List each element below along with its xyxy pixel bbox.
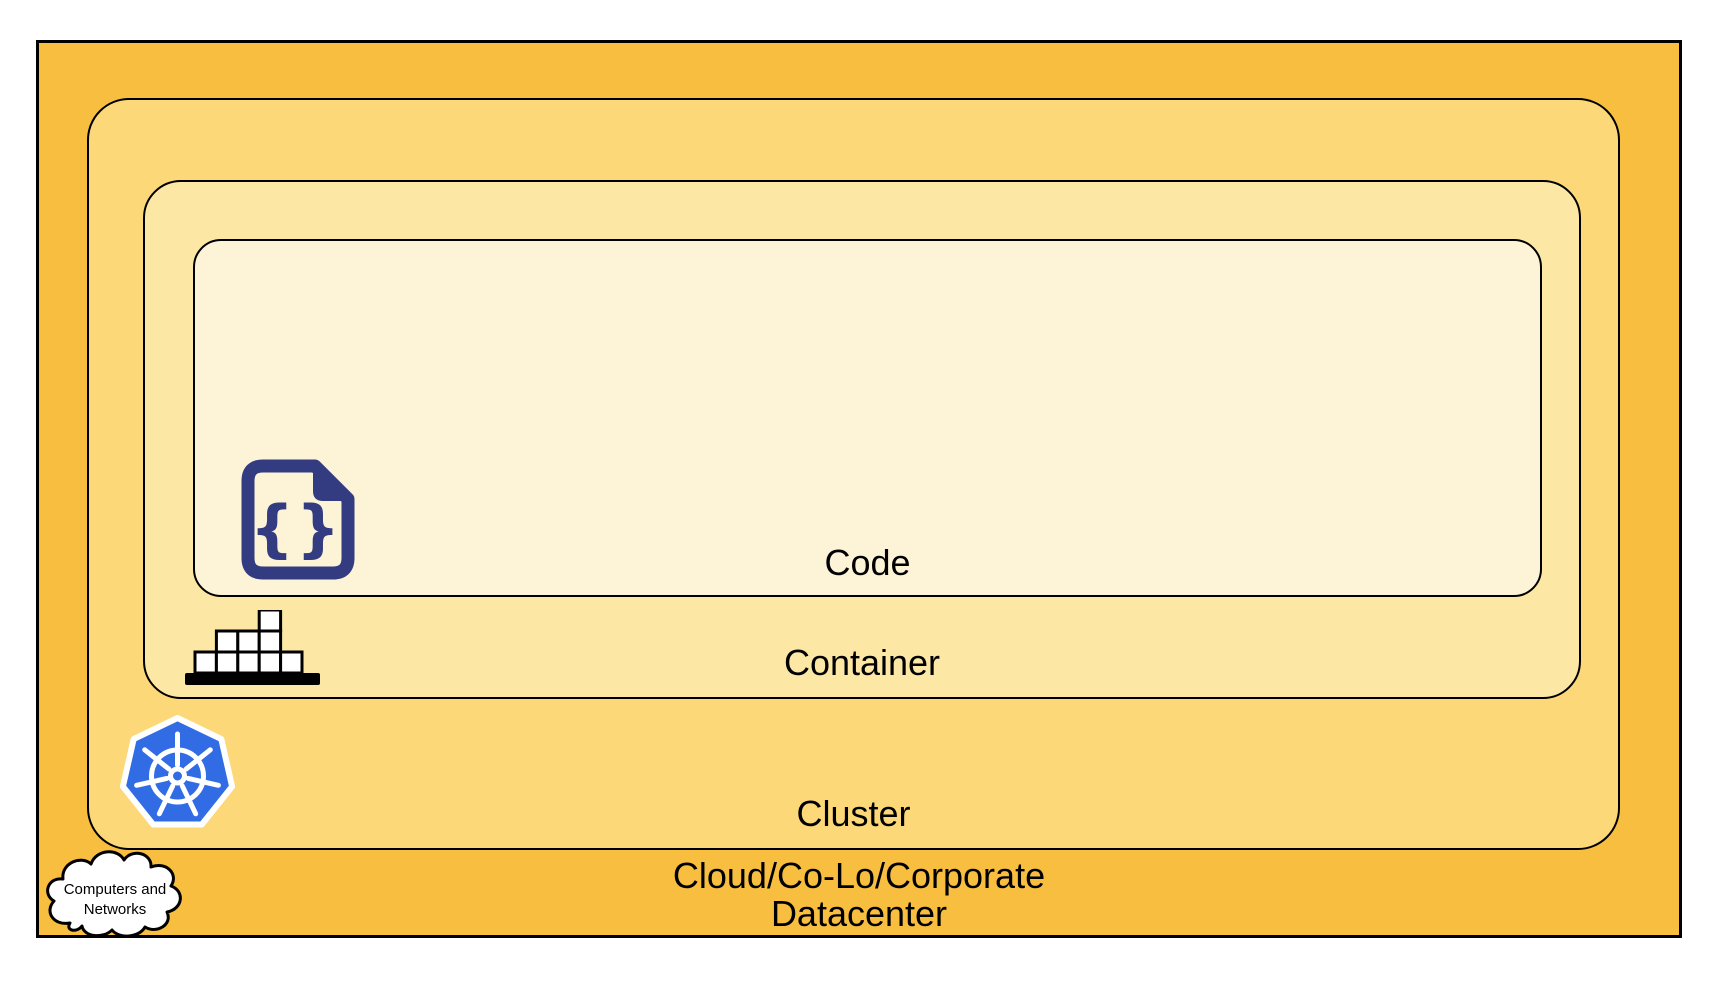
code-file-braces-icon: {} <box>241 459 355 580</box>
code-file-outline <box>241 459 355 580</box>
datacenter-label-line1: Cloud/Co-Lo/Corporate <box>672 855 1046 896</box>
cloud-outline <box>46 850 182 938</box>
cloud-shape-icon: Computers and Networks <box>46 850 182 938</box>
code-braces-glyph: {} <box>250 492 342 565</box>
datacenter-label-line2: Datacenter <box>770 893 948 934</box>
cluster-label: Cluster <box>796 793 911 834</box>
container-platform-bar <box>185 673 320 685</box>
code-file-fold <box>313 464 350 501</box>
kubernetes-helm-wheel-icon <box>120 715 235 828</box>
helm-wheel <box>134 731 221 817</box>
container-label: Container <box>783 642 941 683</box>
code-label: Code <box>824 542 911 583</box>
layer-container: {} Code Container <box>143 180 1581 699</box>
cloud-note-line2: Networks <box>84 901 147 918</box>
layer-code: {} Code <box>193 239 1542 597</box>
datacenter-label: Cloud/Co-Lo/Corporate Datacenter <box>39 857 1679 933</box>
stacked-container-boxes-icon <box>185 610 320 685</box>
layer-cloud-datacenter: {} Code Container <box>36 40 1682 938</box>
layer-cluster: {} Code Container <box>87 98 1620 850</box>
cloud-note-line1: Computers and <box>64 881 167 898</box>
